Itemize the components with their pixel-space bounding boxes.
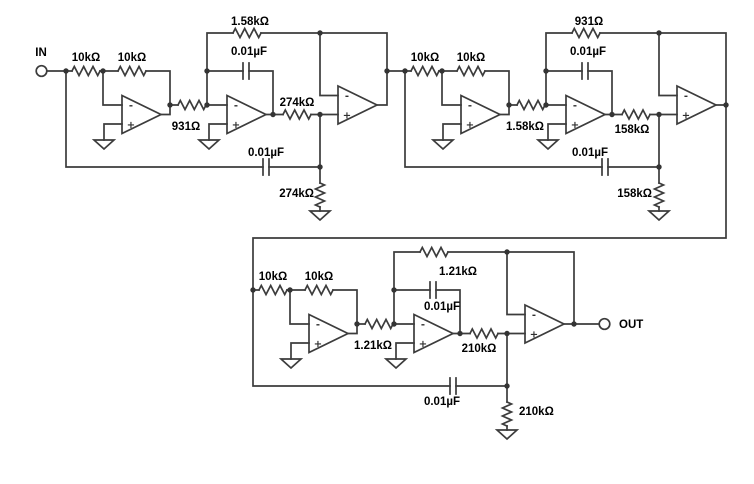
opamp-minus: - bbox=[468, 101, 472, 112]
ground-icon bbox=[537, 139, 559, 150]
opamp-minus: - bbox=[421, 320, 425, 331]
opamp-plus: + bbox=[419, 339, 427, 350]
opamp-icon: - + bbox=[308, 313, 349, 354]
input-terminal-label: IN bbox=[35, 47, 47, 59]
opamp-minus: - bbox=[573, 101, 577, 112]
filter-stage-1: - + - + - + 10kΩ 10kΩ 931Ω 1.58kΩ 0.01µF… bbox=[46, 16, 406, 221]
resistor-series-label: 931Ω bbox=[172, 121, 200, 133]
opamp-icon: - + bbox=[121, 94, 162, 135]
capacitor-low-label: 0.01µF bbox=[248, 147, 284, 159]
opamp-plus: + bbox=[232, 120, 240, 131]
opamp-plus: + bbox=[571, 120, 579, 131]
ground-icon bbox=[309, 210, 331, 221]
capacitor-low-label: 0.01µF bbox=[424, 396, 460, 408]
resistor-feedback-symbol bbox=[456, 65, 486, 77]
filter-stage-3: - + - + - + 10kΩ 10kΩ 1.21kΩ 1.21kΩ 0.01… bbox=[250, 246, 600, 440]
junction-dots bbox=[402, 30, 729, 170]
resistor-rail-label: 1.58kΩ bbox=[231, 16, 269, 28]
resistor-ground-symbol bbox=[314, 182, 326, 208]
resistor-input-symbol bbox=[71, 65, 101, 77]
resistor-ground-label: 158kΩ bbox=[617, 188, 652, 200]
resistor-series-label: 1.58kΩ bbox=[506, 121, 544, 133]
resistor-mid-label: 210kΩ bbox=[462, 343, 497, 355]
capacitor-low-label: 0.01µF bbox=[572, 147, 608, 159]
capacitor-feedback-label: 0.01µF bbox=[424, 301, 460, 313]
opamp-minus: - bbox=[316, 320, 320, 331]
resistor-input-label: 10kΩ bbox=[259, 271, 287, 283]
opamp-icon: - + bbox=[676, 85, 717, 125]
capacitor-feedback-symbol bbox=[242, 62, 250, 80]
resistor-feedback-label: 10kΩ bbox=[305, 271, 333, 283]
opamp-minus: - bbox=[129, 101, 133, 112]
resistor-feedback-symbol bbox=[304, 284, 334, 296]
opamp-minus: - bbox=[234, 101, 238, 112]
resistor-input-symbol bbox=[258, 284, 288, 296]
resistor-feedback-label: 10kΩ bbox=[118, 52, 146, 64]
resistor-series-symbol bbox=[516, 99, 546, 111]
wire bbox=[252, 32, 727, 291]
ground-icon bbox=[280, 358, 302, 369]
capacitor-low-symbol bbox=[262, 158, 270, 176]
capacitor-feedback-label: 0.01µF bbox=[231, 46, 267, 58]
opamp-plus: + bbox=[127, 120, 135, 131]
capacitor-low-symbol bbox=[601, 158, 609, 176]
resistor-ground-symbol bbox=[501, 401, 513, 427]
wire bbox=[252, 251, 600, 431]
resistor-series-label: 1.21kΩ bbox=[354, 340, 392, 352]
resistor-input-label: 10kΩ bbox=[411, 52, 439, 64]
opamp-plus: + bbox=[466, 120, 474, 131]
resistor-rail-symbol bbox=[419, 246, 449, 258]
opamp-icon: - + bbox=[565, 94, 606, 135]
output-terminal-circle bbox=[598, 317, 611, 331]
opamp-minus: - bbox=[532, 310, 536, 321]
resistor-series-symbol bbox=[364, 318, 394, 330]
opamp-icon: - + bbox=[524, 304, 565, 344]
ground-icon bbox=[432, 139, 454, 150]
opamp-plus: + bbox=[314, 339, 322, 350]
junction-dots bbox=[63, 30, 390, 170]
resistor-mid-symbol bbox=[282, 109, 312, 120]
opamp-minus: - bbox=[345, 91, 349, 102]
resistor-input-symbol bbox=[410, 65, 440, 77]
opamp-icon: - + bbox=[413, 313, 454, 354]
resistor-rail-symbol bbox=[232, 27, 262, 39]
wire bbox=[46, 32, 406, 212]
capacitor-feedback-symbol bbox=[581, 62, 589, 80]
resistor-series-symbol bbox=[177, 99, 207, 111]
opamp-plus: + bbox=[343, 111, 351, 122]
junction-dots bbox=[250, 249, 577, 389]
ground-icon bbox=[198, 139, 220, 150]
resistor-rail-label: 931Ω bbox=[575, 16, 603, 28]
filter-stage-2: - + - + - + 10kΩ 10kΩ 1.58kΩ 931Ω 0.01µF… bbox=[252, 16, 729, 291]
opamp-plus: + bbox=[530, 330, 538, 341]
resistor-mid-symbol bbox=[469, 328, 499, 339]
opamp-plus: + bbox=[682, 111, 690, 122]
opamp-icon: - + bbox=[337, 85, 378, 125]
capacitor-feedback-label: 0.01µF bbox=[570, 46, 606, 58]
resistor-feedback-label: 10kΩ bbox=[457, 52, 485, 64]
capacitor-feedback-symbol bbox=[429, 281, 437, 299]
ground-icon bbox=[648, 210, 670, 221]
output-terminal-label: OUT bbox=[619, 319, 643, 331]
resistor-input-label: 10kΩ bbox=[72, 52, 100, 64]
input-terminal-circle bbox=[35, 64, 48, 78]
resistor-ground-symbol bbox=[653, 182, 665, 208]
resistor-ground-label: 274kΩ bbox=[279, 188, 314, 200]
resistor-rail-symbol bbox=[571, 27, 601, 39]
ground-icon bbox=[93, 139, 115, 150]
resistor-rail-label: 1.21kΩ bbox=[439, 266, 477, 278]
resistor-mid-label: 274kΩ bbox=[280, 97, 315, 109]
opamp-icon: - + bbox=[226, 94, 267, 135]
opamp-icon: - + bbox=[460, 94, 501, 135]
ground-icon bbox=[385, 358, 407, 369]
resistor-feedback-symbol bbox=[117, 65, 147, 77]
capacitor-low-symbol bbox=[449, 377, 457, 395]
resistor-mid-symbol bbox=[621, 109, 651, 120]
ground-icon bbox=[496, 429, 518, 440]
opamp-minus: - bbox=[684, 91, 688, 102]
resistor-ground-label: 210kΩ bbox=[519, 406, 554, 418]
resistor-mid-label: 158kΩ bbox=[615, 124, 650, 136]
